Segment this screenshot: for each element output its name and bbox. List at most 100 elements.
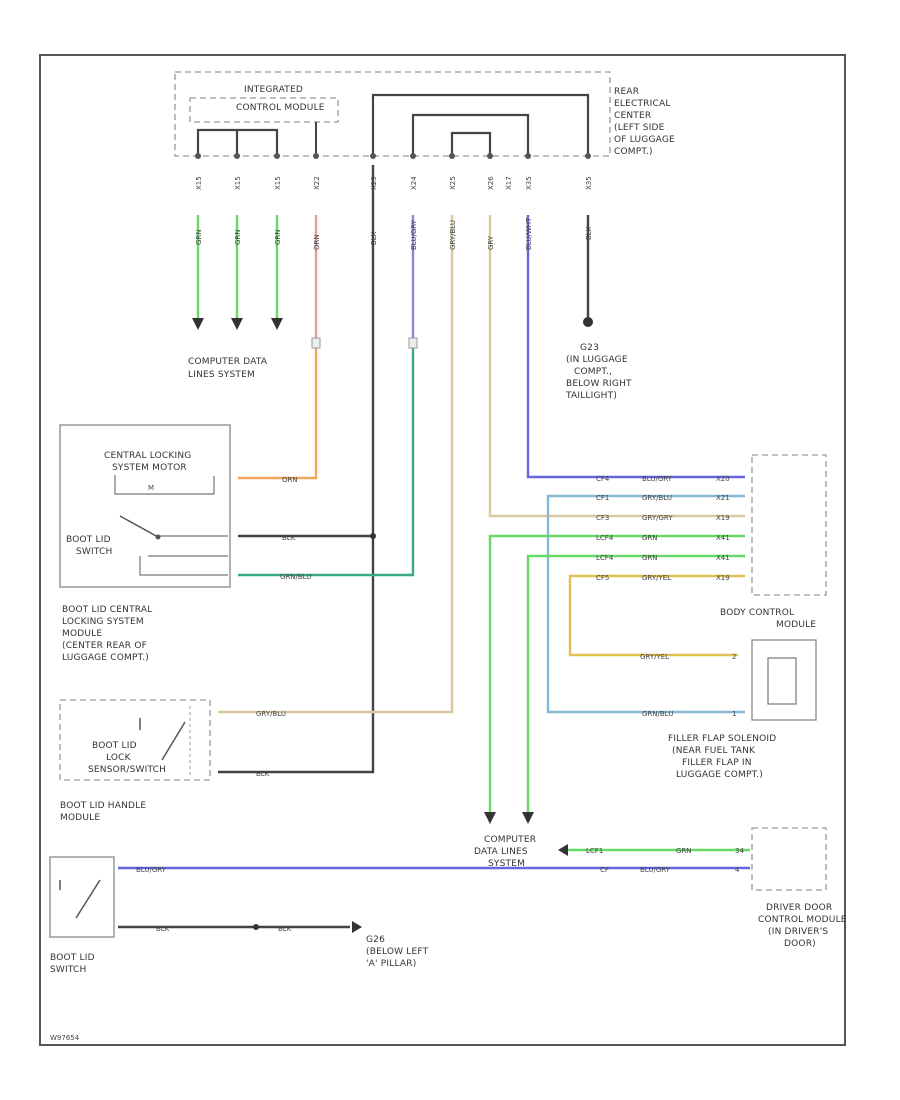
- bls-1: BOOT LID: [50, 953, 95, 963]
- g-right-5: TAILLIGHT): [565, 391, 617, 401]
- wl-switch-blk: BLK: [282, 534, 296, 542]
- filler-pin2: 2: [732, 653, 736, 661]
- cdls-top-2: LINES SYSTEM: [188, 370, 255, 380]
- clm-label-2: SYSTEM MOTOR: [112, 463, 187, 473]
- icm-label-1: INTEGRATED: [244, 85, 303, 95]
- pin-10: X35: [525, 176, 533, 190]
- cdls-bottom: COMPUTER DATA LINES SYSTEM: [474, 812, 568, 869]
- wl-switch-grnblu: GRN/BLU: [280, 573, 311, 581]
- pin-11: X35: [585, 176, 593, 190]
- bcm-row-3-col-2: X41: [716, 534, 730, 542]
- filler-2: (NEAR FUEL TANK: [672, 746, 756, 756]
- ls-3: SENSOR/SWITCH: [88, 765, 166, 775]
- g-right-2: (IN LUGGAGE: [566, 355, 628, 365]
- bcm-row-2-col-2: X19: [716, 514, 730, 522]
- wl-filler-grnblu: GRN/BLU: [642, 710, 673, 718]
- wl-sw-blk: BLK: [156, 925, 170, 933]
- bcm-row-3-col-0: LCF4: [596, 534, 614, 542]
- ddcm-3: (IN DRIVER'S: [768, 927, 828, 937]
- wl-filler-yel: GRY/YEL: [640, 653, 669, 661]
- wire-tan-2: [488, 215, 745, 518]
- wl-gry: GRY: [487, 235, 495, 250]
- cdls-b-3: SYSTEM: [488, 859, 525, 869]
- filler-3: FILLER FLAP IN: [682, 758, 752, 768]
- vertical-wire-labels: GRN GRN GRN ORN BLK BLU/GRY GRY/BLU GRY …: [195, 217, 593, 250]
- ddcm-pin34: 34: [735, 847, 744, 855]
- pin-6: X24: [410, 176, 418, 190]
- ddcm-pin4: 4: [735, 866, 740, 874]
- clm-label-1: CENTRAL LOCKING: [104, 451, 191, 461]
- boot-lid-handle-module: BOOT LID LOCK SENSOR/SWITCH BOOT LID HAN…: [59, 699, 286, 823]
- wire-tan-1: [218, 215, 454, 714]
- handle-2: MODULE: [60, 813, 100, 823]
- filler-4: LUGGAGE COMPT.): [676, 770, 763, 780]
- wl-orn: ORN: [313, 234, 321, 250]
- bcm-row-2-col-1: GRY/GRY: [642, 514, 673, 522]
- blm-1: BOOT LID CENTRAL: [62, 605, 152, 615]
- bcm-row-1-col-1: GRY/BLU: [642, 494, 672, 502]
- top-pins: [195, 153, 591, 159]
- diagram-frame: [39, 54, 846, 1046]
- ddcm-4: DOOR): [784, 939, 816, 949]
- rec-label-5: OF LUGGAGE: [614, 135, 675, 145]
- internal-bus: [196, 93, 590, 155]
- wl-sw-blk2: BLK: [278, 925, 292, 933]
- bcm-row-1-col-0: CF1: [596, 494, 609, 502]
- pin-3: X15: [274, 176, 282, 190]
- boot-lid-central-locking-module: CENTRAL LOCKING SYSTEM MOTOR M BOOT LID …: [59, 424, 231, 663]
- blsw-label-1: BOOT LID: [66, 535, 111, 545]
- wl-blk: BLK: [370, 231, 378, 245]
- wire-black: [218, 165, 375, 774]
- bcm-row-3-col-1: GRN: [642, 534, 658, 542]
- ddcm-cf: CF: [600, 866, 609, 874]
- pin-1: X15: [195, 176, 203, 190]
- splices: [311, 337, 418, 349]
- filler-pin1: 1: [732, 710, 736, 718]
- ddcm-lcf1: LCF1: [586, 847, 603, 855]
- wl-sw-blugry: BLU/GRY: [136, 866, 167, 874]
- rec-label-3: CENTER: [614, 111, 651, 121]
- wire-blue-bcm: [526, 215, 745, 479]
- bcm-row-4-col-2: X41: [716, 554, 730, 562]
- bcm-row-0-col-1: BLU/GRY: [642, 475, 673, 483]
- wl-grn3: GRN: [274, 229, 282, 245]
- g-right-1: G23: [580, 343, 599, 353]
- bcm-row-5-col-2: X19: [716, 574, 730, 582]
- icm-label-2: CONTROL MODULE: [236, 103, 325, 113]
- wires: [118, 165, 750, 929]
- ls-1: BOOT LID: [92, 741, 137, 751]
- boot-lid-switch-lower: BLU/GRY BLK BLK BOOT LID SWITCH G26 (BEL…: [49, 856, 428, 975]
- blm-3: MODULE: [62, 629, 102, 639]
- arrow-heads-top: [192, 317, 593, 330]
- ddcm-2: CONTROL MODULE: [758, 915, 847, 925]
- wl-handle-gryblu: GRY/BLU: [256, 710, 286, 718]
- wire-green-bcm-2: [526, 554, 745, 812]
- bcm-row-0-col-2: X20: [716, 475, 730, 483]
- bcm-row-2-col-0: CF3: [596, 514, 609, 522]
- motor-m: M: [148, 484, 154, 492]
- bcm-row-4-col-0: LCF4: [596, 554, 614, 562]
- rec-label-2: ELECTRICAL: [614, 99, 671, 109]
- wire-yellow: [568, 574, 745, 657]
- bcm-row-1-col-2: X21: [716, 494, 730, 502]
- rear-electrical-center: REAR ELECTRICAL CENTER (LEFT SIDE OF LUG…: [614, 87, 675, 157]
- wire-orange: [238, 348, 318, 480]
- bcm-row-5-col-0: CF5: [596, 574, 609, 582]
- ground-right-label: G23 (IN LUGGAGE COMPT., BELOW RIGHT TAIL…: [565, 343, 632, 401]
- body-control-module: BODY CONTROL MODULE: [720, 454, 827, 630]
- rec-label-6: COMPT.): [614, 147, 653, 157]
- rec-label-1: REAR: [614, 87, 639, 97]
- wl-bluwht: BLU/WHT: [525, 217, 533, 250]
- diagram-id: W97654: [50, 1034, 80, 1042]
- wl-grn1: GRN: [195, 229, 203, 245]
- bcm-label-2: MODULE: [776, 620, 816, 630]
- handle-1: BOOT LID HANDLE: [60, 801, 146, 811]
- g-right-4: BELOW RIGHT: [566, 379, 632, 389]
- wl-gryblu: GRY/BLU: [449, 220, 457, 250]
- ddcm-1: DRIVER DOOR: [766, 903, 832, 913]
- ddcm-blugry: BLU/GRY: [640, 866, 671, 874]
- bls-2: SWITCH: [50, 965, 87, 975]
- pin-numbers: X15 X15 X15 X22 X23 X24 X25 X26 X17 X35 …: [195, 176, 593, 190]
